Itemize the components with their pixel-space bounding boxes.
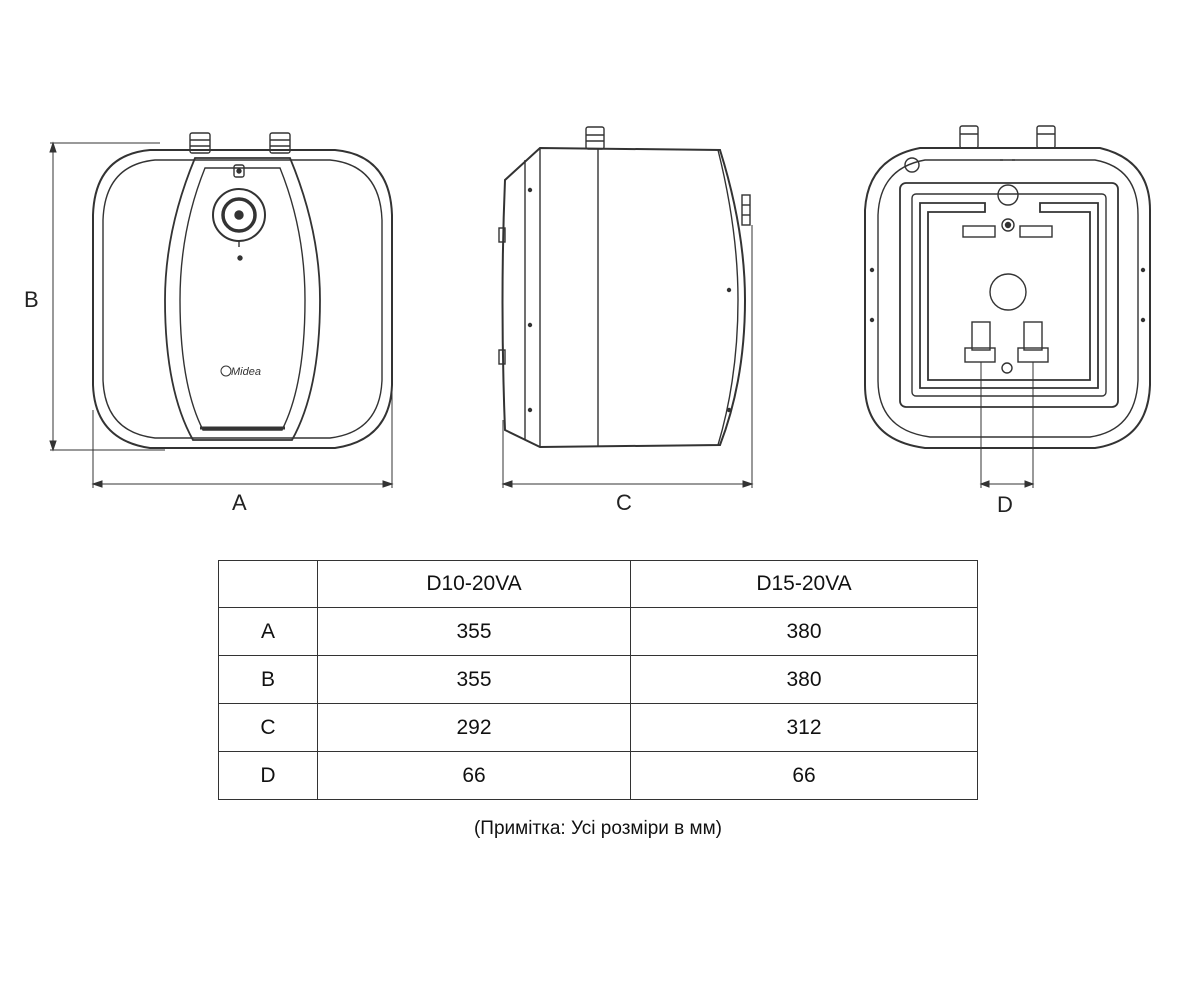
table-header-row: D10-20VA D15-20VA: [218, 560, 978, 608]
row-label: B: [218, 655, 318, 704]
dimension-label-b: B: [24, 287, 39, 312]
front-center-panel: [164, 157, 321, 441]
table-cell: 66: [317, 751, 631, 800]
side-body: [501, 146, 747, 449]
dimension-b-line: [49, 141, 165, 452]
row-label: D: [218, 751, 318, 800]
table-row: C 292 312: [218, 703, 978, 752]
side-view: [498, 126, 754, 488]
units-note: (Примітка: Усі розміри в мм): [473, 818, 722, 839]
back-mount-plate: [899, 182, 1119, 408]
table-row: B 355 380: [218, 655, 978, 704]
technical-drawings: Midea: [49, 125, 1151, 488]
dimension-label-d: D: [997, 492, 1013, 517]
table-cell: 292: [317, 703, 631, 752]
table-row: D 66 66: [218, 751, 978, 800]
back-body-outer: [864, 147, 1151, 449]
dimension-label-a: A: [232, 490, 247, 515]
table-cell: 355: [317, 655, 631, 704]
side-pipe: [585, 126, 605, 150]
front-view: Midea: [49, 132, 394, 488]
front-body-outer: [92, 149, 393, 449]
table-header-cell: D15-20VA: [630, 560, 978, 608]
table-cell: 380: [630, 655, 978, 704]
table-header-cell: D10-20VA: [317, 560, 631, 608]
table-cell: 355: [317, 607, 631, 656]
svg-text:Midea: Midea: [231, 366, 261, 378]
table-cell: 380: [630, 607, 978, 656]
indicator-icon: [233, 164, 245, 178]
back-view: [864, 125, 1151, 488]
table-cell: 66: [630, 751, 978, 800]
front-pipe-left: [189, 132, 211, 154]
thermostat-knob-icon: [212, 188, 266, 261]
dimension-c-line: [501, 225, 754, 488]
table-cell: 312: [630, 703, 978, 752]
back-fitting-right: [1017, 321, 1049, 363]
front-body-inner: [102, 159, 383, 439]
table-header-cell: [218, 560, 318, 608]
dimension-d-line: [979, 362, 1035, 488]
back-fitting-left: [964, 321, 996, 363]
row-label: A: [218, 607, 318, 656]
back-pipe-right: [1036, 125, 1056, 149]
brand-logo: Midea: [220, 365, 261, 378]
front-pipe-right: [269, 132, 291, 154]
dimensions-table: D10-20VA D15-20VA A 355 380 B 355 380 C …: [218, 560, 978, 800]
row-label: C: [218, 703, 318, 752]
dimension-label-c: C: [616, 490, 632, 515]
dimension-a-line: [91, 390, 394, 488]
table-row: A 355 380: [218, 607, 978, 656]
back-pipe-left: [959, 125, 979, 149]
